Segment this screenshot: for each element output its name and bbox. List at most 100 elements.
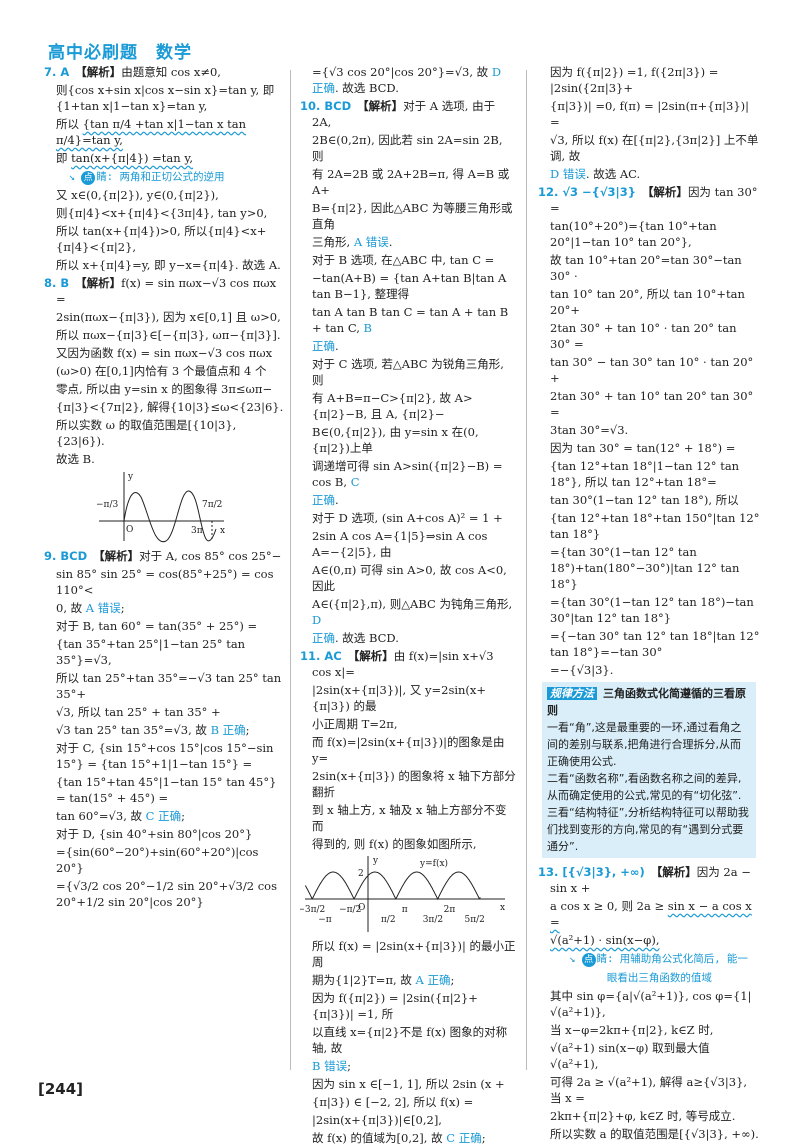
text: {π|3}) ∈ [−2, 2], 所以 f(x) = [312,1095,474,1109]
text-line: |2sin(x+{π|3})|, 又 y=2sin(x+{π|3}) 的最 [300,682,516,714]
text: 对于 B, tan 60° = tan(35° + 25°) = [56,619,258,633]
text: 小正周期 T=2π, [312,717,398,731]
text-line: 又 x∈(0,{π|2}), y∈(0,{π|2}), [44,187,284,203]
text-line: 3tan 30°=√3. [538,422,760,438]
text: 所以 tan 25°+tan 35°=−√3 tan 25° tan 35°+ [56,671,282,701]
text: 对于 C 选项, 若△ABC 为锐角三角形, 则 [312,357,504,387]
text: B={π|2}, 因此△ABC 为等腰三角形或直角 [312,201,513,231]
text: tan A tan B tan C = tan A + tan B + tan … [312,305,509,335]
text-line: ={tan 30°(1−tan 12° tan 18°)+tan(180°−30… [538,544,760,592]
text: |2sin(x+{π|3})|, 又 y=2sin(x+{π|3}) 的最 [312,683,487,713]
sine-curve [123,490,217,543]
method-title: 三角函数式化简遵循的三看原则 [547,687,746,717]
method-line: 二看“函数名称”,看函数名称之间的差异,从而确定使用的公式,常见的有“切化弦”. [547,772,742,802]
text-line: 故选 B. [44,451,284,467]
text-line: 因为 tan 30° = tan(12° + 18°) = [538,440,760,456]
text: 0, 故 [56,601,86,615]
text-line: 有 2A=2B 或 2A+2B=π, 得 A=B 或 A+ [300,166,516,198]
text-line: ↘ 点睛: 两角和正切公式的逆用 [44,168,284,185]
text: tan(10°+20°)={tan 10°+tan 20°|1−tan 10° … [550,219,717,249]
note-badge-icon: 点 [581,953,596,967]
note-text: 眼看出三角函数的值域 [550,972,712,984]
text: 对于 A, cos 85° cos 25°− [139,549,282,563]
text-line: 调递增可得 sin A>sin({π|2}−B) = cos B, C [300,458,516,490]
text: ={tan 30°(1−tan 12° tan 18°)−tan 30°|tan… [550,595,754,625]
origin-label: O [126,525,133,535]
verdict-text: C 正确 [145,809,182,823]
verdict-text: D 正确 [312,65,502,95]
column-1: 7. A【解析】由题意知 cos x≠0,则{cos x+sin x|cos x… [44,64,284,912]
verdict-text: A 错误 [85,601,121,615]
text: . [335,493,339,507]
text: 所以 [56,117,83,131]
text-line: 7. A【解析】由题意知 cos x≠0, [44,64,284,80]
y-label: y [372,856,379,866]
column-divider [526,70,527,1070]
text-line: D 错误. 故选 AC. [538,166,760,182]
text: √3, 所以 tan 25° + tan 35° + [56,705,221,719]
text-line: 9. BCD【解析】对于 A, cos 85° cos 25°− [44,548,284,564]
sine-graph-figure: y O −π/3 3π 7π/2 x [96,472,225,543]
text-line: B 错误; [300,1058,516,1074]
x-tick-label: π/2 [381,915,396,925]
text-line: {tan 15°+tan 45°|1−tan 15° tan 45°} = ta… [44,774,284,806]
text: ={tan 30°(1−tan 12° tan 18°)+tan(180°−30… [550,545,740,591]
text-line: B={π|2}, 因此△ABC 为等腰三角形或直角 [300,200,516,232]
text: =−{√3|3}. [550,663,614,677]
text: √3, 所以 f(x) 在[{π|2},{3π|2}] 上不单调, 故 [550,133,759,163]
text: ; [120,601,125,615]
answer-label: 12. √3 −{√3|3} [538,185,636,199]
text: 对于 D 选项, (sin A+cos A)² = 1 + [312,511,503,525]
text-line: 所以 tan(x+{π|4})>0, 所以{π|4}<x+{π|4}<{π|2}… [44,223,284,255]
verdict-text: B 错误 [312,1059,348,1073]
text: 2tan 30° + tan 10° · tan 20° tan 30° = [550,321,737,351]
answer-label: 9. BCD [44,549,88,563]
text: 得到的, 则 f(x) 的图象如图所示, [312,837,477,851]
text-line: 8. B【解析】f(x) = sin πωx−√3 cos πωx = [44,275,284,307]
text-line: a cos x ≥ 0, 则 2a ≥ sin x − a cos x = [538,898,760,930]
text: 即 [56,151,72,165]
text-line: 2sin(πωx−{π|3}), 因为 x∈[0,1] 且 ω>0, [44,309,284,325]
answer-label: 10. BCD [300,99,352,113]
text: 因为 sin x ∈[−1, 1], 所以 2sin (x + [312,1077,505,1091]
text-line: 12. √3 −{√3|3}【解析】因为 tan 30° = [538,184,760,216]
text-line: 以直线 x={π|2}不是 f(x) 图象的对称轴, 故 [300,1024,516,1056]
text-line: 所以 πωx−{π|3}∈[−{π|3}, ωπ−{π|3}]. [44,327,284,343]
text-line: 因为 f({π|2}) = |2sin({π|2}+{π|3})| =1, 所 [300,990,516,1022]
verdict-text: B 正确 [210,723,246,737]
text-line: B∈(0,{π|2}), 由 y=sin x 在(0,{π|2})上单 [300,424,516,456]
text: {tan 12°+tan 18°+tan 150°|tan 12° tan 18… [550,511,760,541]
text: 2tan 30° + tan 10° tan 20° tan 30° = [550,389,754,419]
text: 故 f(x) 的值域为[0,2], 故 [312,1131,447,1145]
text: {tan 35°+tan 25°|1−tan 25° tan 35°}=√3, [56,637,246,667]
text: 所以实数 ω 的取值范围是[{10|3},{23|6}). [56,418,237,448]
text: A∈(0,π) 可得 sin A>0, 故 cos A<0, 因此 [312,563,507,593]
mark-7pi2: 7π/2 [202,500,222,510]
text-line: tan 30° − tan 30° tan 10° · tan 20° + [538,354,760,386]
text: 零点, 所以由 y=sin x 的图象得 3π≤ωπ− [56,382,273,396]
text: 三角形, [312,235,354,249]
text: ; [245,723,250,737]
text: 可得 2a ≥ √(a²+1), 解得 a≥{√3|3}, 当 x = [550,1075,748,1105]
answer-label: 8. B [44,276,70,290]
text-line: 对于 B, tan 60° = tan(35° + 25°) = [44,618,284,634]
text-line: 又因为函数 f(x) = sin πωx−√3 cos πωx [44,345,284,361]
text-line: √3, 所以 tan 25° + tan 35° + [44,704,284,720]
verdict-text: C [350,475,360,489]
text: 所以 f(x) = |2sin(x+{π|3})| 的最小正周 [312,939,516,969]
text: 2sin(x+{π|3}) 的图象将 x 轴下方部分翻折 [312,769,516,799]
text-line: 2sin A cos A={1|5}⇒sin A cos A=−{2|5}, 由 [300,528,516,560]
y-tick-2: 2 [358,869,364,879]
answer-label: 7. A [44,65,70,79]
text: 而 f(x)=|2sin(x+{π|3})|的图象是由 y= [312,735,505,765]
text-line: √(a²+1) · sin(x−φ), [538,932,760,948]
text-line: sin 85° sin 25° = cos(85°+25°) = cos 110… [44,566,284,598]
note-text: 睛: 用辅助角公式化简后, 能一 [596,953,748,965]
text-line: 2B∈(0,2π), 因此若 sin 2A=sin 2B, 则 [300,132,516,164]
text: B∈(0,{π|2}), 由 y=sin x 在(0,{π|2})上单 [312,425,479,455]
verdict-text: 正确 [312,493,335,507]
text-line: 因为 f({π|2}) =1, f({2π|3}) = |2sin({2π|3}… [538,64,760,96]
verdict-text: D [312,613,322,627]
underlined-text: sin x − a cos x = [550,899,752,929]
text-line: {tan 35°+tan 25°|1−tan 25° tan 35°}=√3, [44,636,284,668]
